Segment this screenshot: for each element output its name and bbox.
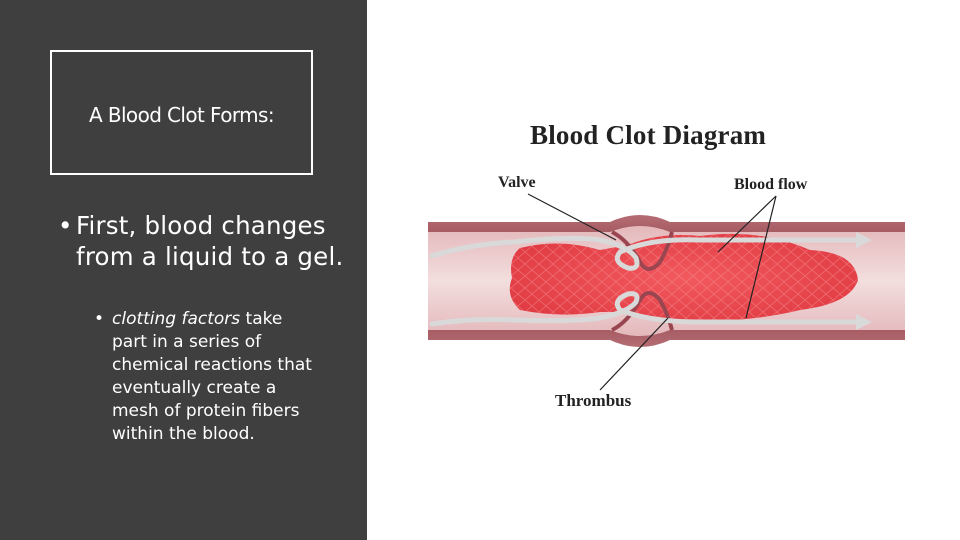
leader-thrombus [599, 317, 669, 391]
title-box: A Blood Clot Forms: [50, 50, 313, 175]
bullet-main-text: First, blood changes from a liquid to a … [76, 211, 344, 271]
label-blood-flow: Blood flow [734, 176, 808, 193]
leader-flow-1 [717, 195, 777, 253]
left-panel: A Blood Clot Forms: • First, blood chang… [0, 0, 367, 540]
bullet-sub-emphasis: clotting factors [112, 309, 241, 329]
bullet-sub: • clotting factors take part in a series… [94, 308, 319, 446]
flow-arrow-bottom [429, 291, 861, 327]
bullet-main: • First, blood changes from a liquid to … [58, 210, 348, 272]
leader-flow-2 [745, 195, 777, 319]
valve-leaflet-bottom [611, 291, 674, 332]
flow-arrowhead-bottom [856, 314, 872, 330]
bullet-sub-text: clotting factors take part in a series o… [94, 308, 319, 446]
valve-leaflet-top [611, 230, 674, 271]
thrombus-mesh [509, 233, 858, 323]
flow-arrowhead-top [856, 232, 872, 248]
bullet-sub-dot-icon: • [94, 309, 105, 329]
bullet-dot-icon: • [58, 211, 73, 240]
blood-clot-diagram [428, 193, 905, 391]
bullet-sub-rest: take part in a series of chemical reacti… [112, 309, 312, 444]
slide-title: A Blood Clot Forms: [89, 102, 275, 127]
label-valve: Valve [498, 174, 536, 191]
label-thrombus: Thrombus [555, 391, 632, 410]
leader-valve [527, 193, 617, 241]
diagram-title: Blood Clot Diagram [530, 120, 767, 150]
flow-arrow-top [429, 235, 861, 271]
